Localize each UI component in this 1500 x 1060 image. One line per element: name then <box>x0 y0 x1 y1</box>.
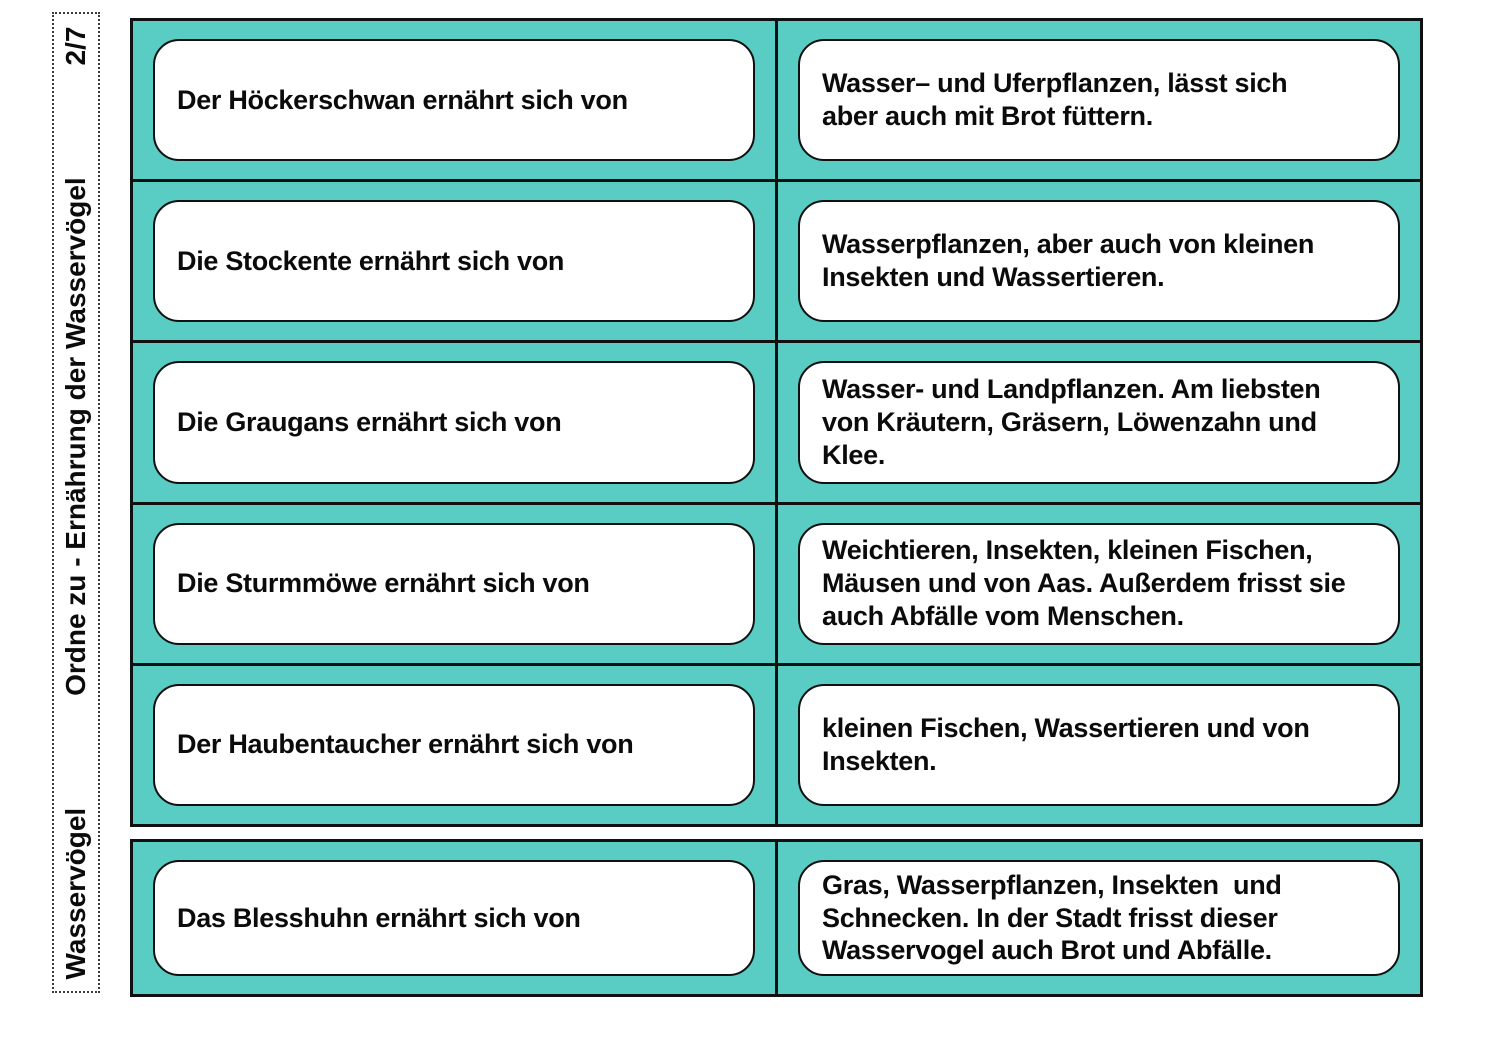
answer-text: Wasserpflanzen, aber auch von kleinen In… <box>822 229 1315 293</box>
answer-card: Wasser– und Uferpflanzen, lässt sich abe… <box>798 39 1400 162</box>
prompt-card: Der Höckerschwan ernährt sich von <box>153 39 755 162</box>
prompt-card: Die Sturmmöwe ernährt sich von <box>153 522 755 645</box>
prompt-card: Die Stockente ernährt sich von <box>153 200 755 323</box>
match-row: Der Höckerschwan ernährt sich von Wasser… <box>133 21 1420 180</box>
answer-card: kleinen Fischen, Wassertieren und von In… <box>798 683 1400 807</box>
answer-cell: Wasser- und Landpflanzen. Am liebsten vo… <box>778 343 1420 501</box>
prompt-text: Die Stockente ernährt sich von <box>177 245 565 276</box>
answer-text: kleinen Fischen, Wassertieren und von In… <box>822 712 1310 776</box>
answer-cell: Wasserpflanzen, aber auch von kleinen In… <box>778 182 1420 340</box>
answer-cell: Wasser– und Uferpflanzen, lässt sich abe… <box>778 21 1420 179</box>
answer-card: Wasserpflanzen, aber auch von kleinen In… <box>798 200 1400 323</box>
answer-text: Gras, Wasserpflanzen, Insekten und Schne… <box>822 869 1282 966</box>
prompt-card: Die Graugans ernährt sich von <box>153 361 755 484</box>
sidebar-title: Ordne zu - Ernährung der Wasservögel <box>60 176 91 696</box>
prompt-text: Der Höckerschwan ernährt sich von <box>177 84 628 115</box>
prompt-cell: Der Haubentaucher ernährt sich von <box>133 665 778 825</box>
detached-match-table: Das Blesshuhn ernährt sich von Gras, Was… <box>130 839 1423 997</box>
match-row: Die Graugans ernährt sich von Wasser- un… <box>133 340 1420 502</box>
prompt-cell: Das Blesshuhn ernährt sich von <box>133 842 778 994</box>
match-row: Die Stockente ernährt sich von Wasserpfl… <box>133 179 1420 341</box>
prompt-text: Der Haubentaucher ernährt sich von <box>177 729 634 760</box>
answer-card: Gras, Wasserpflanzen, Insekten und Schne… <box>798 860 1400 976</box>
prompt-card: Das Blesshuhn ernährt sich von <box>153 860 755 976</box>
prompt-text: Das Blesshuhn ernährt sich von <box>177 902 581 933</box>
prompt-text: Die Sturmmöwe ernährt sich von <box>177 568 590 599</box>
matching-table: Der Höckerschwan ernährt sich von Wasser… <box>130 18 1423 827</box>
match-row: Die Sturmmöwe ernährt sich von Weichtier… <box>133 501 1420 663</box>
sidebar-page-number: 2/7 <box>60 26 91 65</box>
prompt-cell: Die Stockente ernährt sich von <box>133 182 778 341</box>
answer-text: Wasser- und Landpflanzen. Am liebsten vo… <box>822 374 1321 470</box>
prompt-card: Der Haubentaucher ernährt sich von <box>153 683 755 807</box>
prompt-text: Die Graugans ernährt sich von <box>177 407 562 438</box>
sidebar-category-label: Wasservögel <box>60 807 91 979</box>
match-row: Das Blesshuhn ernährt sich von Gras, Was… <box>133 842 1420 994</box>
answer-text: Wasser– und Uferpflanzen, lässt sich abe… <box>822 68 1288 132</box>
answer-cell: kleinen Fischen, Wassertieren und von In… <box>778 666 1420 824</box>
answer-cell: Weichtieren, Insekten, kleinen Fischen, … <box>778 505 1420 663</box>
prompt-cell: Die Sturmmöwe ernährt sich von <box>133 504 778 663</box>
answer-cell: Gras, Wasserpflanzen, Insekten und Schne… <box>778 842 1420 994</box>
sidebar-rotated-text: Wasservögel Ordne zu - Ernährung der Was… <box>54 14 98 991</box>
prompt-cell: Der Höckerschwan ernährt sich von <box>133 21 778 180</box>
answer-card: Wasser- und Landpflanzen. Am liebsten vo… <box>798 361 1400 484</box>
sidebar: Wasservögel Ordne zu - Ernährung der Was… <box>52 12 100 993</box>
answer-card: Weichtieren, Insekten, kleinen Fischen, … <box>798 522 1400 645</box>
match-row: Der Haubentaucher ernährt sich von klein… <box>133 662 1420 825</box>
answer-text: Weichtieren, Insekten, kleinen Fischen, … <box>822 535 1346 632</box>
prompt-cell: Die Graugans ernährt sich von <box>133 343 778 502</box>
